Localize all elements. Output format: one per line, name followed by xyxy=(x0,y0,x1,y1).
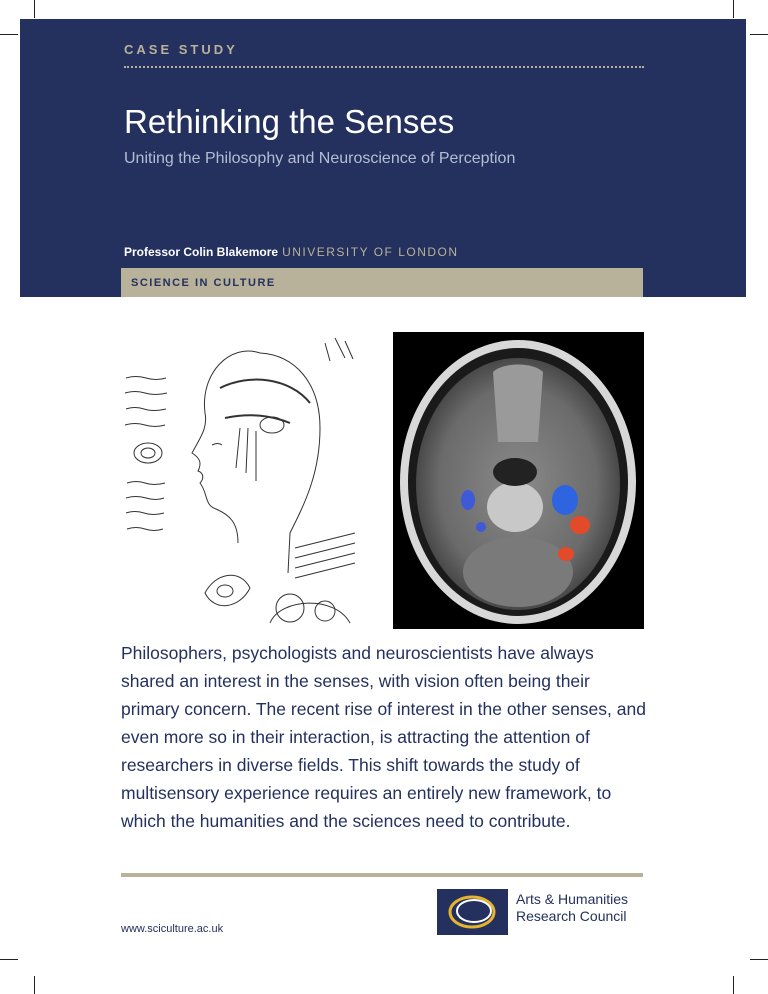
header-banner: CASE STUDY Rethinking the Senses Uniting… xyxy=(20,19,746,297)
author-affiliation: UNIVERSITY OF LONDON xyxy=(282,245,459,259)
intro-paragraph: Philosophers, psychologists and neurosci… xyxy=(121,643,646,831)
brain-mri-scan xyxy=(393,332,644,629)
author-name: Professor Colin Blakemore xyxy=(124,245,279,259)
category-label: SCIENCE IN CULTURE xyxy=(131,277,276,289)
crop-mark xyxy=(750,959,768,960)
crop-mark xyxy=(750,34,768,35)
ahrc-logo-icon xyxy=(437,889,508,935)
leonardo-head-sketch xyxy=(120,333,375,627)
crop-mark xyxy=(0,959,18,960)
logo-line-2: Research Council xyxy=(516,908,627,924)
ahrc-logo-text: Arts & Humanities Research Council xyxy=(516,891,628,925)
crop-mark xyxy=(733,0,734,18)
crop-mark xyxy=(733,976,734,994)
footer-rule xyxy=(121,873,643,877)
logo-line-1: Arts & Humanities xyxy=(516,891,629,907)
case-study-label: CASE STUDY xyxy=(124,42,238,57)
website-link[interactable]: www.sciculture.ac.uk xyxy=(121,923,224,935)
page-subtitle: Uniting the Philosophy and Neuroscience … xyxy=(124,150,516,167)
page-title: Rethinking the Senses xyxy=(124,103,455,140)
crop-mark xyxy=(34,976,35,994)
dotted-divider xyxy=(124,66,644,68)
crop-mark xyxy=(34,0,35,18)
crop-mark xyxy=(0,34,18,35)
category-bar: SCIENCE IN CULTURE xyxy=(121,268,643,297)
